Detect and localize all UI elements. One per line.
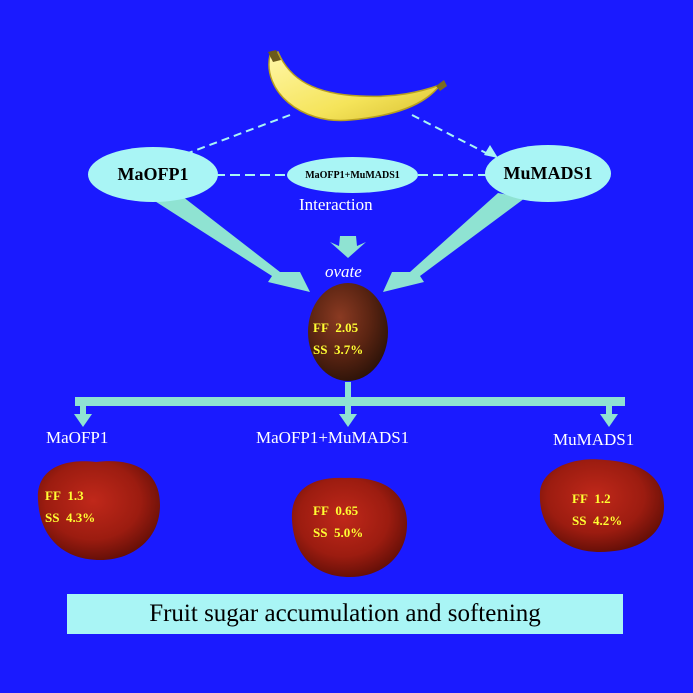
interaction-down-arrow (330, 236, 366, 258)
banana-image (268, 50, 447, 122)
outcome-label-complex: MaOFP1+MuMADS1 (256, 428, 410, 447)
outcome-values-maofp1: FF 1.3 SS 4.3% (45, 485, 95, 529)
mumads1-node-label: MuMADS1 (503, 163, 593, 183)
maofp1-node-label: MaOFP1 (117, 164, 189, 184)
ovate-ss-label: SS (313, 342, 328, 357)
mumads1-node: MuMADS1 (485, 145, 611, 202)
conclusion-banner: Fruit sugar accumulation and softening (67, 594, 623, 634)
tomato-complex (291, 477, 408, 577)
complex-ff-value: 0.65 (335, 503, 359, 518)
outcome-values-mumads1: FF 1.2 SS 4.2% (572, 488, 622, 532)
maofp1-ss-label: SS (45, 510, 60, 525)
complex-node: MaOFP1+MuMADS1 (287, 157, 418, 193)
converging-arrows (150, 193, 525, 292)
outcome-label-maofp1: MaOFP1 (46, 428, 109, 447)
complex-ss-label: SS (313, 525, 328, 540)
tomato-maofp1 (37, 461, 160, 560)
maofp1-ff-value: 1.3 (67, 488, 84, 503)
tomato-mumads1 (539, 459, 665, 552)
ovate-ff-value: 2.05 (335, 320, 359, 335)
outcome-label-mumads1: MuMADS1 (553, 430, 635, 449)
complex-node-label: MaOFP1+MuMADS1 (305, 169, 400, 181)
mumads1-ff-label: FF (572, 491, 588, 506)
ovate-ff-label: FF (313, 320, 329, 335)
ovate-label: ovate (325, 262, 362, 281)
complex-ss-value: 5.0% (333, 525, 364, 540)
mumads1-ss-label: SS (572, 513, 587, 528)
ovate-fruit (308, 283, 388, 381)
banana-to-gene-arrows (174, 114, 491, 159)
maofp1-node: MaOFP1 (88, 147, 218, 202)
mumads1-ss-value: 4.2% (592, 513, 623, 528)
distribution-bar (74, 382, 625, 427)
maofp1-ff-label: FF (45, 488, 61, 503)
outcome-values-complex: FF 0.65 SS 5.0% (313, 500, 363, 544)
maofp1-ss-value: 4.3% (65, 510, 96, 525)
complex-ff-label: FF (313, 503, 329, 518)
mumads1-ff-value: 1.2 (594, 491, 611, 506)
conclusion-text: Fruit sugar accumulation and softening (149, 600, 541, 627)
ovate-ss-value: 3.7% (333, 342, 364, 357)
ovate-fruit-values: FF 2.05 SS 3.7% (313, 317, 363, 361)
interaction-label: Interaction (299, 195, 373, 214)
